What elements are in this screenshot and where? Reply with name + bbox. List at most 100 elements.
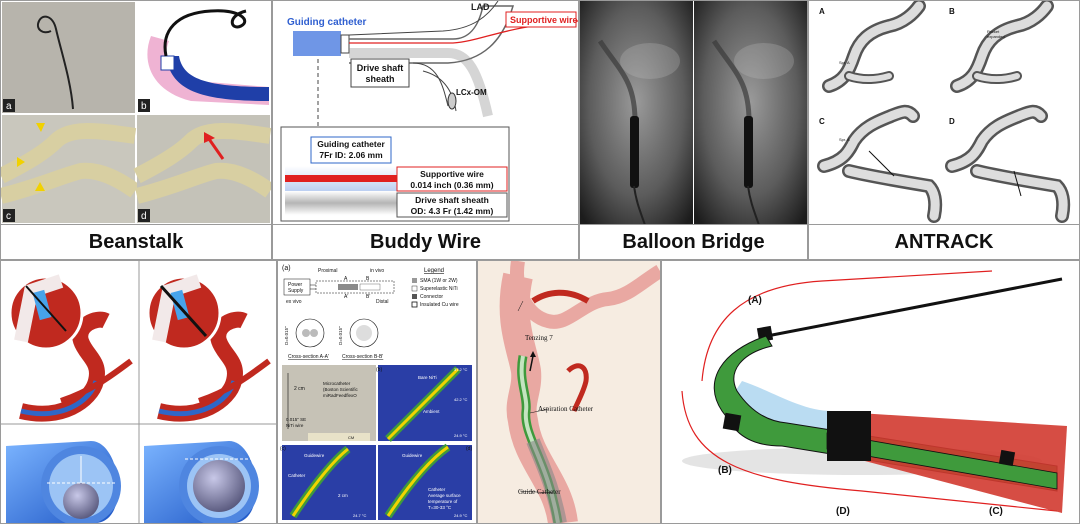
label-supportive-wire: Supportive wire xyxy=(510,15,578,25)
caption-beanstalk: Beanstalk xyxy=(1,224,271,259)
nit-distal: Distal xyxy=(376,299,389,305)
guiding-catheter xyxy=(293,31,341,56)
beanstalk-photo-d: d xyxy=(133,115,271,223)
panel-tenzing: Tenzing 7 Aspiration Catheter Guide Cath… xyxy=(477,260,661,524)
balloon-bridge-xray xyxy=(580,1,807,225)
antrack-small-c: Spr. A xyxy=(839,137,850,142)
panel-antrack: A B C D Spr. A Pocket expanded Spr. A AN… xyxy=(808,0,1080,260)
nit-b: (b) xyxy=(376,367,382,373)
nit-cath-d3: temperature of xyxy=(428,499,458,504)
nit-cs-a: Cross-section A-A' xyxy=(288,354,329,360)
beanstalk-photo-a: a xyxy=(2,2,135,113)
antrack-small-a: Spr. A xyxy=(839,60,850,65)
nit-cath-d1: Catheter xyxy=(428,487,446,492)
nit-invivo: in vivo xyxy=(370,268,384,274)
label-d: d xyxy=(141,211,147,222)
nit-leg4: Insulated Cu wire xyxy=(420,302,459,308)
label-lcx-om: LCx-OM xyxy=(456,88,487,97)
label-drive-shaft-2: sheath xyxy=(365,74,394,84)
nit-cm: CM xyxy=(348,435,354,440)
nit-leg1: SMA (1W or 2W) xyxy=(420,278,458,284)
nit-td: 24.9 °C xyxy=(454,513,467,518)
nit-d2: D=0.015" xyxy=(338,326,343,345)
panel-vessel-illustrations xyxy=(0,260,277,524)
nit-leg2: Superelastic NiTi xyxy=(420,286,458,292)
label-c: c xyxy=(6,211,11,222)
label-cath-b: (B) xyxy=(718,465,732,476)
beanstalk-diagram-b: b xyxy=(137,2,270,113)
nit-ambient: Ambient xyxy=(423,409,440,414)
antrack-label-a: A xyxy=(819,7,825,16)
nit-2cm: 2 cm xyxy=(294,386,305,392)
nit-pB: B xyxy=(366,276,370,282)
label-guide-catheter: Guide Catheter xyxy=(518,488,561,496)
label-cath-a: (A) xyxy=(748,295,762,306)
label-tenzing: Tenzing 7 xyxy=(525,334,553,342)
caption-buddy-wire: Buddy Wire xyxy=(273,224,578,259)
nit-power1: Power xyxy=(288,282,303,288)
nit-proximal: Proximal xyxy=(318,268,337,274)
nit-tc: 24.7 °C xyxy=(353,513,366,518)
nit-d1: D=0.015" xyxy=(284,326,289,345)
nit-se2: NiTi wire xyxy=(286,423,304,428)
vessel-illustrations xyxy=(1,261,276,523)
antrack-figure: A B C D Spr. A Pocket expanded Spr. A xyxy=(817,1,1071,223)
nit-micro2: (Boston Scientific xyxy=(323,387,359,392)
antrack-small-b1: Pocket xyxy=(987,29,1000,34)
box-gc-2: 7Fr ID: 2.06 mm xyxy=(319,150,383,160)
catheter-diagram: (A) (B) (D) (C) xyxy=(681,270,1067,517)
panel-nitinol: (a) Proximal in vivo Legend Power Supply… xyxy=(277,260,477,524)
vessel-left xyxy=(8,274,133,422)
nit-c: (c) xyxy=(280,446,286,452)
label-cath-c: (C) xyxy=(989,506,1003,517)
antrack-label-c: C xyxy=(819,117,825,126)
buddy-wire-figure: Guiding catheter LAD Supportive wire Dri… xyxy=(280,1,578,222)
antrack-label-b: B xyxy=(949,7,955,16)
nit-pA: A xyxy=(344,276,348,282)
box-ds-1: Drive shaft sheath xyxy=(415,195,489,205)
label-guiding-catheter: Guiding catheter xyxy=(287,17,367,28)
nit-micro3: miRadFeedflexO xyxy=(323,393,357,398)
nit-cs-b: Cross-section B-B' xyxy=(342,354,383,360)
nit-exvivo: ex vivo xyxy=(286,299,302,305)
nit-pB2: B' xyxy=(366,294,370,300)
box-ds-2: OD: 4.3 Fr (1.42 mm) xyxy=(411,206,494,216)
nit-tb1: 42.2 °C xyxy=(454,397,467,402)
nit-legend: Legend xyxy=(424,268,444,274)
nit-cath-d4: T=30-33 °C xyxy=(428,505,452,510)
box-sw-1: Supportive wire xyxy=(420,169,484,179)
label-lad: LAD xyxy=(471,2,490,12)
beanstalk-figure: a b c xyxy=(1,2,271,223)
antrack-label-d: D xyxy=(949,117,955,126)
nit-tb2: 24.9 °C xyxy=(454,433,467,438)
box-gc-1: Guiding catheter xyxy=(317,139,385,149)
beanstalk-photo-c: c xyxy=(1,115,140,223)
label-a: a xyxy=(6,101,12,112)
nit-leg3: Connector xyxy=(420,294,443,300)
nit-catheter-c: Catheter xyxy=(288,473,306,478)
tenzing-figure: Tenzing 7 Aspiration Catheter Guide Cath… xyxy=(499,261,660,523)
nit-micro1: Microcatheter xyxy=(323,381,351,386)
nit-bare: Bare NiTi xyxy=(418,375,437,380)
nit-guidewire-c: Guidewire xyxy=(304,453,325,458)
box-sw-2: 0.014 inch (0.36 mm) xyxy=(410,180,493,190)
panel-catheter-diagram: (A) (B) (D) (C) xyxy=(661,260,1080,524)
vessel-right xyxy=(146,274,271,422)
nit-se1: 0.015" SE xyxy=(286,417,306,422)
nit-pA2: A' xyxy=(344,294,348,300)
nit-guidewire-d: Guidewire xyxy=(402,453,423,458)
panel-buddy-wire: Guiding catheter LAD Supportive wire Dri… xyxy=(272,0,579,260)
nit-power2: Supply xyxy=(288,288,304,294)
nit-tb3: 37.2 °C xyxy=(454,367,467,372)
nit-a: (a) xyxy=(282,265,291,272)
label-drive-shaft-1: Drive shaft xyxy=(357,63,404,73)
label-cath-d: (D) xyxy=(836,506,850,517)
panel-beanstalk: a b c xyxy=(0,0,272,260)
label-b: b xyxy=(141,101,147,112)
caption-antrack: ANTRACK xyxy=(809,224,1079,259)
caption-balloon-bridge: Balloon Bridge xyxy=(580,224,807,259)
nit-cath-d2: Average surface xyxy=(428,493,461,498)
nit-d: (d) xyxy=(466,446,472,452)
antrack-small-b2: expanded xyxy=(987,34,1005,39)
nit-2cm-c: 2 cm xyxy=(338,493,348,498)
